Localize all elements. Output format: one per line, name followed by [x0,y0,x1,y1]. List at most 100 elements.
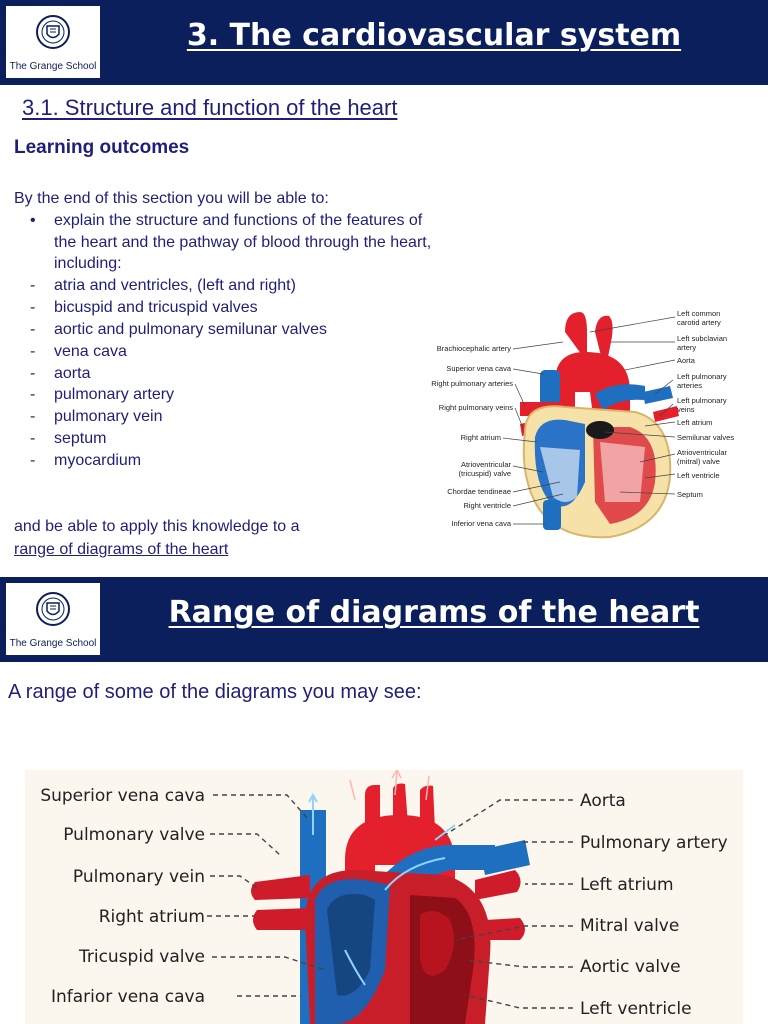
label-brachiocephalic-artery: Brachiocephalic artery [437,344,511,353]
mitral-valve-shape [420,911,454,976]
crest-icon [36,15,70,49]
outcome-item: -bicuspid and tricuspid valves [14,297,484,319]
logo-text: The Grange School [9,61,97,72]
title-banner: The Grange School 3. The cardiovascular … [0,0,768,85]
outcome-text: vena cava [54,342,127,360]
bullet-marker: • [30,212,36,229]
left-ventricle-inner [600,442,645,502]
label-atrioventricular-r: Atrioventricular [677,448,728,457]
label-mitral-valve: (mitral) valve [677,457,720,466]
title-banner-2: The Grange School Range of diagrams of t… [0,577,768,662]
outcome-text: the heart and the pathway of blood throu… [54,233,432,251]
range-intro-text: A range of some of the diagrams you may … [8,681,422,703]
label-left-ventricle-2: Left ventricle [580,999,692,1019]
outcome-item: • explain the structure and functions of … [14,210,484,275]
bullet-marker: - [30,342,36,360]
label-subclavian-artery: artery [677,343,696,352]
outcome-text: septum [54,430,107,447]
label-carotid-artery: carotid artery [677,318,721,327]
left-carotid-shape [565,312,587,362]
left-subclavian-shape [595,315,613,372]
label-right-pulmonary-veins: Right pulmonary veins [439,403,513,412]
outcome-item: -aorta [14,363,484,385]
label-pulmonary-valve: Pulmonary valve [63,825,205,845]
label-tricuspid-valve: (tricuspid) valve [458,469,511,478]
label-right-ventricle: Right ventricle [463,501,511,510]
outcome-text: atria and ventricles, (left and right) [54,277,296,295]
slide-title-2: Range of diagrams of the heart [168,595,700,630]
right-pulmonary-vein-upper [251,875,310,900]
label-aortic-valve: Aortic valve [580,957,681,977]
outcome-item: -myocardium [14,450,484,472]
label-left-atrium: Left atrium [677,418,712,427]
label-left-common: Left common [677,309,720,318]
school-logo: The Grange School [6,6,100,78]
outcome-item: -pulmonary vein [14,406,484,428]
outcome-text: bicuspid and tricuspid valves [54,299,258,317]
outcome-text: explain the structure and functions of t… [54,212,423,229]
bullet-marker: - [30,430,36,447]
school-logo-2: The Grange School [6,583,100,655]
label-veins: veins [677,405,695,414]
outcome-item: - aortic and pulmonary semilunar valves [14,319,484,341]
blood-flow-arrows [308,792,456,986]
label-superior-vena-cava-2: Superior vena cava [40,786,205,806]
slide-title: 3. The cardiovascular system [186,18,682,53]
bullet-marker: - [30,321,36,338]
intro-text: By the end of this section you will be a… [14,190,329,207]
right-ventricle-inner [540,447,580,502]
label-aorta-2: Aorta [580,791,626,811]
label-left-pulmonary: Left pulmonary [677,372,727,381]
crest-icon [36,592,70,626]
learning-outcomes-heading: Learning outcomes [14,137,190,158]
pulmonary-trunk-shape [595,384,645,410]
label-left-pulmonary-2: Left pulmonary [677,396,727,405]
outcome-item: -vena cava [14,341,484,363]
artery-branch-2 [393,783,408,825]
logo-text-2: The Grange School [9,638,97,649]
outcome-text: aorta [54,364,91,382]
label-semilunar-valves: Semilunar valves [677,433,734,442]
heart-diagram-labeled: Brachiocephalic artery Superior vena cav… [431,309,734,539]
label-pulmonary-vein: Pulmonary vein [73,867,205,887]
outcome-item: -pulmonary artery [14,384,484,406]
label-right-pulmonary-arteries: Right pulmonary arteries [431,379,513,388]
left-pulmonary-artery-shape [643,386,673,404]
bullet-marker: - [30,408,36,426]
label-atrioventricular: Atrioventricular [461,460,512,469]
outcome-text: myocardium [54,451,142,469]
outcome-item: -atria and ventricles, (left and right) [14,275,484,297]
label-superior-vena-cava: Superior vena cava [446,364,511,373]
label-tricuspid-valve-2: Tricuspid valve [78,947,205,967]
right-atrium-inner [327,894,375,996]
left-pulmonary-vein-upper [475,870,521,900]
bullet-marker: - [30,364,36,382]
label-left-atrium-2: Left atrium [580,875,674,895]
pulmonary-artery-branch [480,840,530,875]
label-right-atrium: Right atrium [461,433,501,442]
outro-text: and be able to apply this knowledge to a… [14,515,300,561]
label-inferior-vena-cava: Inferior vena cava [451,519,511,528]
right-pulmonary-vein-lower [253,908,310,930]
inferior-vena-cava-shape [543,500,561,530]
outcome-text: pulmonary artery [54,386,175,404]
left-pulmonary-vein-lower [485,918,525,940]
label-left-subclavian: Left subclavian [677,334,727,343]
left-pulmonary-vein-shape [653,406,679,422]
label-mitral-valve-2: Mitral valve [580,916,679,936]
bullet-marker: - [30,277,36,295]
label-arteries: arteries [677,381,702,390]
outcome-item: - septum [14,428,484,450]
label-right-atrium-2: Right atrium [99,907,205,927]
outcome-text: aortic and pulmonary semilunar valves [54,321,328,338]
range-diagrams-link[interactable]: range of diagrams of the heart [14,541,229,558]
bullet-marker: - [30,299,36,317]
bullet-marker: - [30,386,36,404]
section-subtitle: 3.1. Structure and function of the heart [22,95,398,120]
semilunar-valve-shape [586,421,614,439]
label-inferior-vena-cava-2: Infarior vena cava [51,987,205,1007]
outcome-text: including: [54,255,122,272]
label-septum: Septum [677,490,703,499]
label-pulmonary-artery-2: Pulmonary artery [580,833,728,853]
outcome-text: pulmonary vein [54,408,163,426]
